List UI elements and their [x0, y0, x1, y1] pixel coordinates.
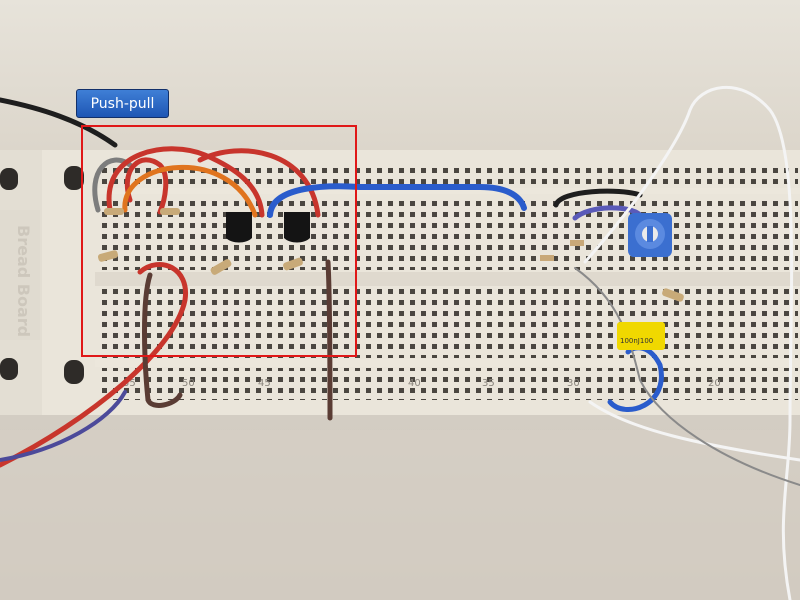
brand-label: Bread Board	[14, 225, 33, 337]
diodes	[540, 240, 584, 261]
wire-red	[124, 157, 169, 215]
wire-purple	[572, 205, 643, 221]
resistor	[210, 259, 232, 275]
highlight-box	[81, 125, 357, 357]
wire-brown	[142, 272, 183, 408]
transistors	[226, 212, 310, 243]
column-number: 40	[408, 378, 421, 389]
resistor	[662, 288, 684, 302]
wire-black	[553, 188, 643, 208]
column-number: 30	[567, 378, 580, 389]
trimpot	[628, 213, 672, 257]
wire-white	[583, 85, 794, 600]
transistor	[284, 212, 310, 243]
transistor	[226, 212, 252, 243]
diode	[570, 240, 584, 246]
wires	[0, 85, 800, 600]
wire-red	[106, 146, 265, 218]
wire-blue	[267, 183, 527, 218]
column-number: 50	[182, 378, 195, 389]
push-pull-label: Push-pull	[76, 89, 169, 118]
column-number: 45	[258, 378, 271, 389]
wire-purple	[0, 390, 127, 462]
resistors	[97, 208, 684, 302]
resistor	[97, 250, 119, 262]
diode	[540, 255, 554, 261]
wire-gray	[574, 267, 800, 486]
column-number: 55	[123, 378, 136, 389]
capacitor-marking: 100nJ100	[620, 337, 653, 345]
column-number: 20	[708, 378, 721, 389]
resistor	[104, 208, 124, 215]
resistor	[283, 257, 303, 271]
wire-brown	[325, 259, 333, 421]
resistor	[160, 208, 180, 215]
wire-black	[0, 97, 118, 148]
column-number: 35	[482, 378, 495, 389]
table-shadow	[0, 430, 800, 600]
wire-red	[0, 262, 188, 468]
capacitor: 100nJ100	[617, 322, 665, 350]
wire-red	[197, 148, 321, 218]
wire-white	[588, 400, 800, 462]
column-numbers: 55 50 45 40 35 30 20	[123, 378, 721, 389]
wire-orange	[122, 165, 258, 218]
